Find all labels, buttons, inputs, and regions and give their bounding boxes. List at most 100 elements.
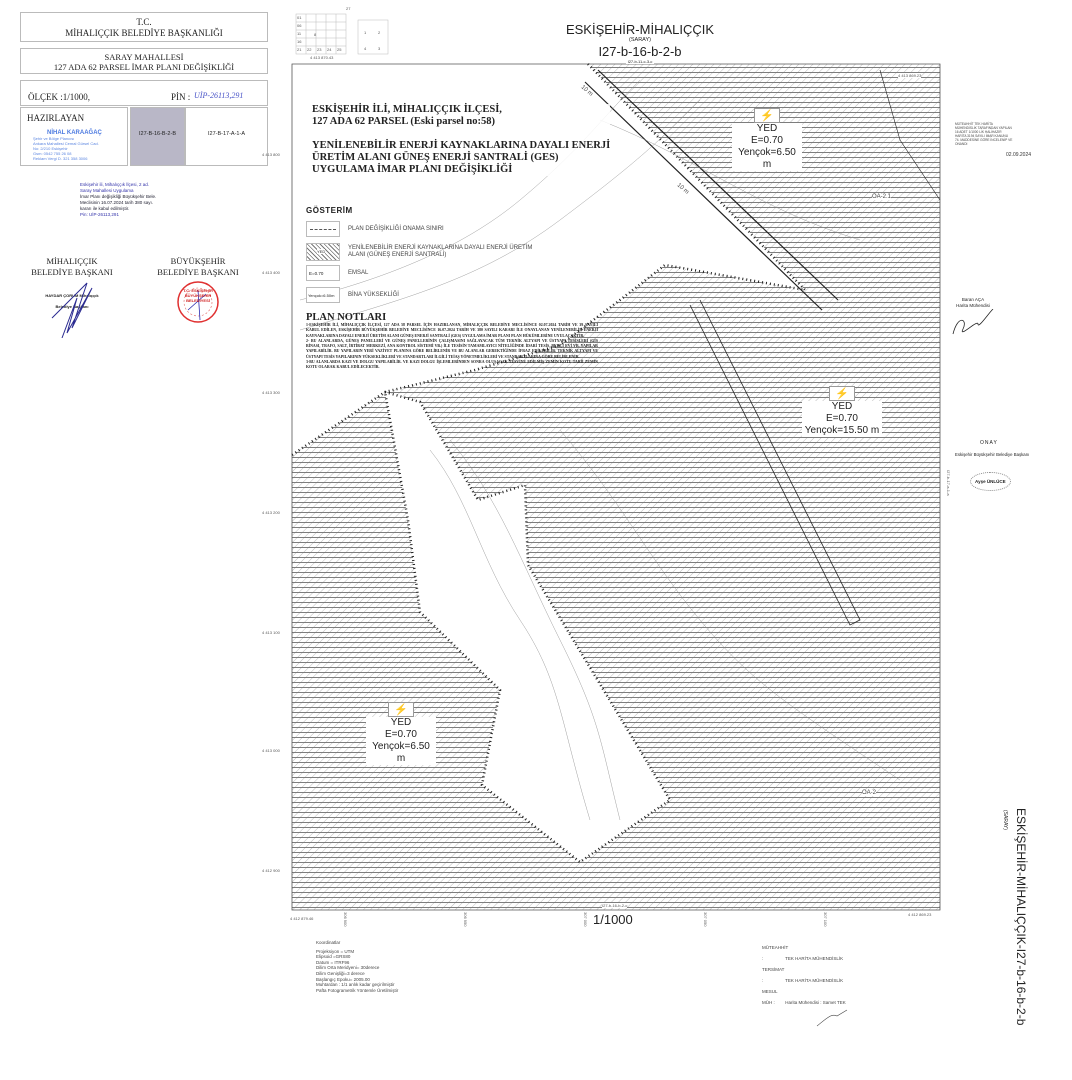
legend-item: PLAN DEĞİŞİKLİĞİ ONAMA SINIRI xyxy=(306,219,566,241)
approval-title: ONAY xyxy=(980,440,998,446)
legend-sample: YED xyxy=(317,249,326,254)
sheet-adjacent: I27-B-17-A-1-A xyxy=(185,107,268,166)
plan-title-line: 127 ADA 62 PARSEL (Eski parsel no:58) xyxy=(312,116,495,127)
metro-mayor-signature-block: BÜYÜKŞEHİR BELEDİYE BAŞKANI T.C. ESKİŞEH… xyxy=(148,256,248,328)
zone-code: YED xyxy=(366,717,436,729)
coordinate-line: Projeksiyon = UTM xyxy=(316,948,355,954)
engineer-title: Harita Mühendisi xyxy=(956,303,990,308)
coord-tick: 306 900 xyxy=(343,912,348,927)
coord-tick: 4 413 800 xyxy=(262,152,280,157)
lightning-icon: ⚡ xyxy=(388,702,414,717)
coord-tick: 4 413 000 xyxy=(262,748,280,753)
right-neighbor-sheet: I27-b-17-a-1-a xyxy=(946,470,951,496)
preparer-stamp: NİHAL KARAAĞAÇ Şehir ve Bölge Plancısı A… xyxy=(33,130,102,161)
preparer-name: NİHAL KARAAĞAÇ xyxy=(47,130,102,136)
coord-tick: 306 950 xyxy=(463,912,468,927)
responsible-label: MESUL MÜH : xyxy=(762,989,778,1005)
metro-stamp-text: T.C. ESKİŞEHİR BÜYÜKŞEHİR BELEDİYESİ xyxy=(183,288,213,303)
zone-height: Yençok=6.50 m xyxy=(732,147,802,171)
grid-col-label: 24 xyxy=(327,47,332,52)
coord-tick: 4 412 900 xyxy=(262,868,280,873)
grid-row-label: 21 xyxy=(297,47,302,52)
producer: TEK HARİTA MÜHENDİSLİK xyxy=(785,978,844,983)
vertical-title-block: ESKİŞEHİR-MİHALIÇÇIK-I27-b-16-b-2-b xyxy=(1012,808,1030,1038)
bottom-neighbor-sheet: I27-b-16-b-2-c xyxy=(602,903,628,908)
vertical-subtitle: (SARAY) xyxy=(1002,810,1008,830)
zone-label: ⚡ YED E=0.70 Yençok=6.50 m xyxy=(732,108,802,171)
header-line1: T.C. xyxy=(136,17,152,27)
index-grid-lines xyxy=(295,13,389,55)
plan-note: 3-BU ALANLARDA KAZI VE DOLGU YAPILABİLİR… xyxy=(306,360,598,370)
legend-item: Yençok=6.50m BİNA YÜKSEKLİĞİ xyxy=(306,285,566,307)
corner-coord: 4 412 879.46 xyxy=(290,916,314,921)
legend-sample: Yençok=6.50m xyxy=(306,287,340,303)
coord-tick: 4 413 200 xyxy=(262,510,280,515)
map-scale: 1/1000 xyxy=(593,912,633,927)
top-neighbor-sheet: I27-b-11-c-3-c xyxy=(625,59,655,64)
approval-stamp: Eskişehir ili, Mihalıççık İlçesi, 2 ad. … xyxy=(80,182,156,218)
vertical-title: ESKİŞEHİR-MİHALIÇÇIK-I27-b-16-b-2-b xyxy=(1014,808,1028,1026)
signature-title: BÜYÜKŞEHİR xyxy=(170,256,226,266)
preparer-line: Şehir ve Bölge Plancısı xyxy=(33,136,75,141)
plan-notes-title: PLAN NOTLARI xyxy=(306,312,387,323)
stamp-line: Meclisinin 16.07.2024 tarih 380 sayı. xyxy=(80,200,154,205)
grid-corner-label: 27 xyxy=(346,6,351,11)
lightning-icon: ⚡ xyxy=(754,108,780,123)
coord-tick: 4 413 400 xyxy=(262,270,280,275)
certification-text: MÜTEAHHİT TEK HARİTA MÜHENDİSLİK TARAFIN… xyxy=(955,122,1013,146)
signature-icon xyxy=(952,308,994,335)
producer-label: TERSİMAT : xyxy=(762,967,785,983)
coordinate-line: Datum = ITRF96 xyxy=(316,959,350,965)
coordinate-line: Muhtardan : 1/1 anlık kadar geçirilmişti… xyxy=(316,982,395,988)
zone-code: YED xyxy=(802,401,882,413)
lightning-icon: ⚡ xyxy=(829,386,855,401)
preparer-line: Gsm: 0542 755 26 08 xyxy=(33,151,72,156)
coordinate-line: Elipsoid =GRS80 xyxy=(316,954,351,960)
approval-by: Eskişehir Büyükşehir Belediye Başkanı xyxy=(955,452,1030,457)
certification-date: 02.09.2024 xyxy=(1006,152,1032,158)
plan-title-line: YENİLENEBİLİR ENERJİ KAYNAKLARINA DAYALI… xyxy=(312,140,611,151)
coord-tick: 307 050 xyxy=(703,912,708,927)
pin-value: UİP-26113,291 xyxy=(194,91,244,100)
signature-title: MİHALIÇÇIK xyxy=(46,256,98,266)
coordinate-line: Dilim Orta Meridyeni= 30derece xyxy=(316,965,380,971)
coordinate-line: Dilim Genişliği=3 derece xyxy=(316,970,365,976)
sheet-index-grid: 01 06 11 16 21 22 23 24 25 27 8 1 2 4 3 … xyxy=(294,6,394,63)
zone-emsal: E=0.70 xyxy=(732,135,802,147)
legend-item: YED YENİLENEBİLİR ENERJİ KAYNAKLARINA DA… xyxy=(306,241,566,263)
map-subtitle: (SARAY) xyxy=(629,37,651,43)
legend-label: BİNA YÜKSEKLİĞİ xyxy=(348,292,399,298)
plan-title-line: ÜRETİM ALANI GÜNEŞ ENERJİ SANTRALİ (GES) xyxy=(312,152,559,163)
contractor: TEK HARİTA MÜHENDİSLİK xyxy=(785,956,844,961)
stamp-line: Eskişehir ili, Mihalıççık İlçesi, 2 ad. xyxy=(80,182,150,187)
coord-tick: 307 000 xyxy=(583,912,588,927)
coord-tick: 307 100 xyxy=(823,912,828,927)
legend-title: GÖSTERİM xyxy=(306,206,353,215)
sheet-current-label: I27-B-16-B-2-B xyxy=(139,131,176,137)
legend-label: PLAN DEĞİŞİKLİĞİ ONAMA SINIRI xyxy=(348,226,444,232)
map-title: ESKİŞEHİR-MİHALIÇÇIK xyxy=(565,22,715,37)
preparer-line: Ankara Mahallesi Cemal Gürsel Cad. xyxy=(33,141,99,146)
coordinate-info: Koordinatlar Projeksiyon = UTM Elipsoid … xyxy=(316,940,398,993)
preparer-box: HAZIRLAYAN NİHAL KARAAĞAÇ Şehir ve Bölge… xyxy=(20,107,128,166)
grid-row-label: 11 xyxy=(297,31,302,36)
zone-height: Yençok=15.50 m xyxy=(802,425,882,437)
legend-item: E=0.70 EMSAL xyxy=(306,263,566,285)
zone-label: ⚡ YED E=0.70 Yençok=6.50 m xyxy=(366,702,436,765)
grid-row-label: 06 xyxy=(297,23,302,28)
contractor-label: MÜTEAHHİT : xyxy=(762,945,789,961)
grid-col-label: 22 xyxy=(307,47,312,52)
stamp-line: Pin: UİP-26113,291 xyxy=(80,212,119,217)
grid-quad: 2 xyxy=(378,30,381,35)
coordinates-title: Koordinatlar xyxy=(316,940,341,945)
legend-label: EMSAL xyxy=(348,270,369,276)
coordinate-line: Başlangıç Epoku= 2005.00 xyxy=(316,976,370,982)
point-label: OA-2.1 xyxy=(872,194,892,200)
producer-info: MÜTEAHHİT : TEK HARİTA MÜHENDİSLİK TERSİ… xyxy=(762,942,852,1032)
engineer-name: Baran AÇA xyxy=(961,297,985,302)
mayor-signature-block: MİHALIÇÇIK BELEDİYE BAŞKANI HAYDAR ÇORUM… xyxy=(22,256,122,338)
plan-title: ESKİŞEHİR İLİ, MİHALIÇÇIK İLÇESİ, 127 AD… xyxy=(312,104,611,176)
preparer-line: No: 2/210 Eskişehir xyxy=(33,146,68,151)
legend: GÖSTERİM PLAN DEĞİŞİKLİĞİ ONAMA SINIRI Y… xyxy=(306,206,566,307)
